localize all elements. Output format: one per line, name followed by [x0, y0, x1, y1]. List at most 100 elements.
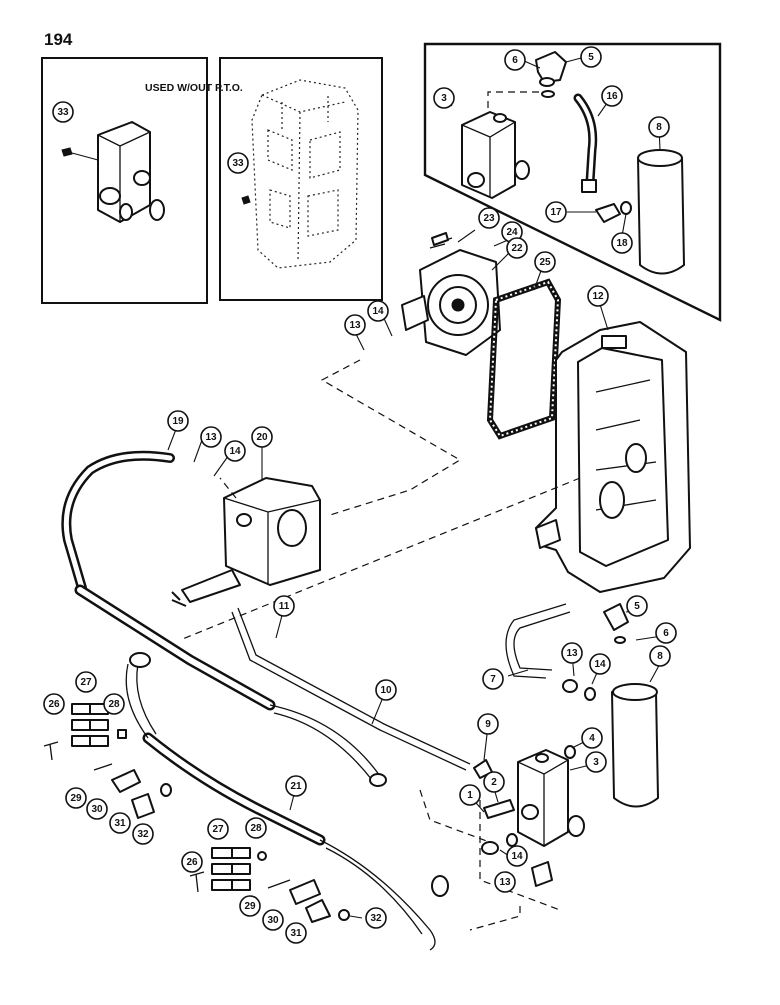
- callout-number: 27: [80, 677, 92, 688]
- callout-18: 18: [611, 232, 633, 254]
- callout-number: 8: [657, 651, 663, 662]
- callout-number: 29: [244, 901, 256, 912]
- callout-circle: [285, 775, 307, 797]
- callout-number: 10: [380, 685, 392, 696]
- callout-21: 21: [285, 775, 307, 797]
- port-icon: [99, 187, 121, 205]
- callout-3: 3: [433, 87, 455, 109]
- callout-circle: [648, 116, 670, 138]
- callout-5: 5: [580, 46, 602, 68]
- callout-circle: [587, 285, 609, 307]
- callout-circle: [273, 595, 295, 617]
- lower-right-parts: [473, 603, 659, 887]
- callout-13: 13: [344, 314, 366, 336]
- callout-14: 14: [589, 653, 611, 675]
- callout-11: 11: [273, 595, 295, 617]
- callout-number: 32: [370, 913, 382, 924]
- elbow-fitting: [535, 51, 567, 83]
- inset-panel-right: [423, 42, 722, 322]
- callout-number: 14: [511, 851, 523, 862]
- callout-number: 26: [186, 857, 198, 868]
- callout-number: 27: [212, 824, 224, 835]
- callout-circle: [167, 410, 189, 432]
- callout-number: 6: [512, 55, 518, 66]
- callout-6: 6: [655, 622, 677, 644]
- callout-29: 29: [239, 895, 261, 917]
- callout-19: 19: [167, 410, 189, 432]
- callout-circle: [601, 85, 623, 107]
- callout-circle: [43, 693, 65, 715]
- callout-number: 33: [57, 107, 69, 118]
- callout-number: 31: [290, 928, 302, 939]
- hydraulic-housing: [535, 321, 691, 593]
- callout-number: 17: [550, 207, 562, 218]
- callout-7: 7: [482, 668, 504, 690]
- callout-circle: [227, 152, 249, 174]
- callout-30: 30: [86, 798, 108, 820]
- callout-number: 8: [656, 122, 662, 133]
- hardware-group-lower: [189, 847, 350, 923]
- callout-circle: [65, 787, 87, 809]
- callout-circle: [109, 812, 131, 834]
- fitting: [595, 203, 621, 223]
- callout-9: 9: [477, 713, 499, 735]
- callout-number: 30: [91, 804, 103, 815]
- callout-1: 1: [459, 784, 481, 806]
- callout-10: 10: [375, 679, 397, 701]
- callout-20: 20: [251, 426, 273, 448]
- pump-assembly: [401, 232, 501, 356]
- callout-number: 24: [506, 227, 518, 238]
- callout-circle: [367, 300, 389, 322]
- callout-circle: [626, 595, 648, 617]
- callout-number: 18: [616, 238, 628, 249]
- control-valve: [171, 477, 321, 607]
- callout-14: 14: [506, 845, 528, 867]
- callout-14: 14: [367, 300, 389, 322]
- callout-circle: [611, 232, 633, 254]
- callout-circle: [545, 201, 567, 223]
- callout-circle: [103, 693, 125, 715]
- callout-number: 22: [511, 243, 523, 254]
- inset-panel-middle: [219, 57, 383, 301]
- callout-number: 20: [256, 432, 268, 443]
- callout-number: 13: [566, 648, 578, 659]
- callout-17: 17: [545, 201, 567, 223]
- callout-circle: [262, 909, 284, 931]
- callout-number: 6: [663, 628, 669, 639]
- o-ring: [541, 90, 555, 98]
- callout-circle: [365, 907, 387, 929]
- callout-circle: [433, 87, 455, 109]
- callout-circle: [506, 237, 528, 259]
- callout-number: 28: [108, 699, 120, 710]
- callout-29: 29: [65, 787, 87, 809]
- callout-circle: [285, 922, 307, 944]
- callout-circle: [86, 798, 108, 820]
- callout-circle: [649, 645, 671, 667]
- callout-number: 23: [483, 213, 495, 224]
- callout-number: 13: [349, 320, 361, 331]
- bolt-icon: [431, 232, 449, 246]
- callout-31: 31: [109, 812, 131, 834]
- callout-8: 8: [648, 116, 670, 138]
- callout-number: 25: [539, 257, 551, 268]
- callout-circle: [200, 426, 222, 448]
- callout-32: 32: [365, 907, 387, 929]
- callout-circle: [239, 895, 261, 917]
- callout-circle: [482, 668, 504, 690]
- callout-circle: [245, 817, 267, 839]
- gasket: [486, 278, 562, 440]
- callout-number: 21: [290, 781, 302, 792]
- callout-circle: [344, 314, 366, 336]
- plug-icon: [61, 147, 73, 157]
- callout-6: 6: [504, 49, 526, 71]
- callout-circle: [459, 784, 481, 806]
- callout-circle: [477, 713, 499, 735]
- callout-4: 4: [581, 727, 603, 749]
- callout-14: 14: [224, 440, 246, 462]
- callout-number: 14: [372, 306, 384, 317]
- callout-28: 28: [245, 817, 267, 839]
- callout-circle: [561, 642, 583, 664]
- callout-circle: [224, 440, 246, 462]
